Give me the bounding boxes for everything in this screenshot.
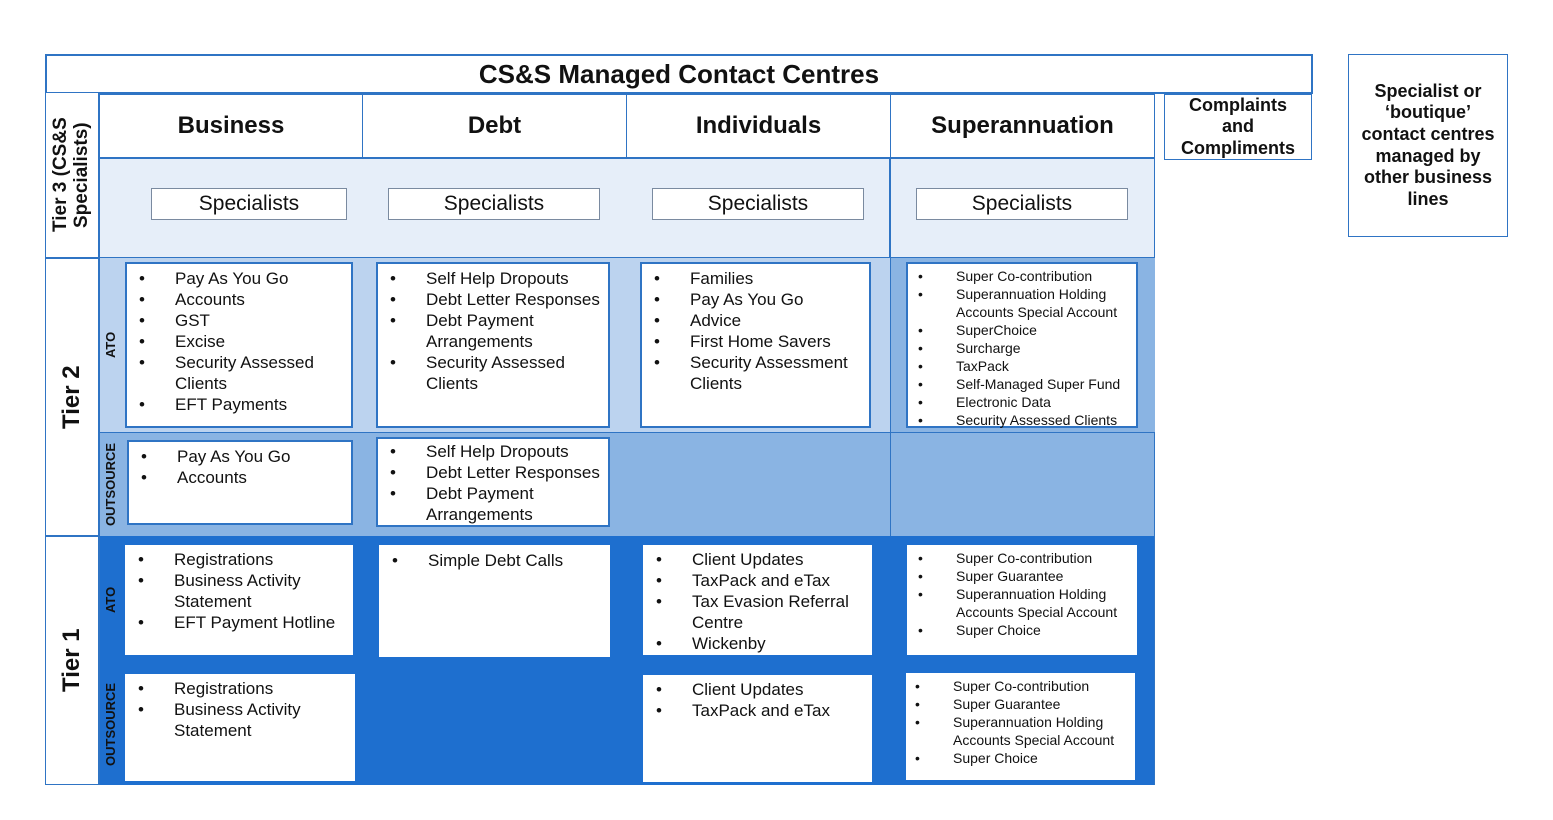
list-item: Tax Evasion Referral Centre — [656, 591, 867, 633]
specialist-boutique-box: Specialist or ‘boutique’ contact centres… — [1348, 54, 1508, 237]
tier2-label: Tier 2 — [57, 365, 85, 429]
list-item: Debt Letter Responses — [390, 462, 604, 483]
list-item: EFT Payments — [139, 394, 347, 415]
list-item: Surcharge — [918, 339, 1132, 357]
list-item: Security Assessed Clients — [139, 352, 347, 394]
list-item: Accounts — [141, 467, 347, 488]
list-item: Security Assessed Clients — [918, 411, 1132, 429]
tier1-label-cell: Tier 1 — [45, 536, 99, 785]
list-item: GST — [139, 310, 347, 331]
list-item: First Home Savers — [654, 331, 865, 352]
list-item: TaxPack and eTax — [656, 700, 867, 721]
item-list: Families Pay As You Go Advice First Home… — [654, 268, 865, 394]
list-item: Self Help Dropouts — [390, 441, 604, 462]
list-item: Debt Letter Responses — [390, 289, 604, 310]
tier3-divider — [889, 158, 891, 258]
tier2-outsource-business-box: Pay As You Go Accounts — [127, 440, 353, 525]
specialists-business: Specialists — [151, 188, 347, 220]
item-list: Client Updates TaxPack and eTax Tax Evas… — [656, 549, 867, 654]
item-list: Simple Debt Calls — [392, 550, 605, 571]
list-item: SuperChoice — [918, 321, 1132, 339]
list-item: Debt Payment Arrangements — [390, 483, 604, 525]
list-item: Business Activity Statement — [138, 699, 350, 741]
list-item: Debt Payment Arrangements — [390, 310, 604, 352]
specialists-individuals: Specialists — [652, 188, 864, 220]
list-item: Excise — [139, 331, 347, 352]
list-item: Security Assessment Clients — [654, 352, 865, 394]
tier2-outsource-divider — [890, 432, 891, 536]
tier1-ato-debt-box: Simple Debt Calls — [379, 545, 610, 657]
complaints-compliments-box: Complaints and Compliments — [1164, 94, 1312, 160]
list-item: Wickenby — [656, 633, 867, 654]
list-item: Superannuation Holding Accounts Special … — [918, 585, 1132, 621]
item-list: Registrations Business Activity Statemen… — [138, 678, 350, 741]
item-list: Self Help Dropouts Debt Letter Responses… — [390, 268, 604, 394]
item-list: Pay As You Go Accounts — [141, 446, 347, 488]
tier1-ato-business-box: Registrations Business Activity Statemen… — [125, 545, 353, 655]
tier2-ato-superannuation-box: Super Co-contribution Superannuation Hol… — [906, 262, 1138, 429]
tier1-label: Tier 1 — [57, 628, 85, 693]
tier2-ato-business-box: Pay As You Go Accounts GST Excise Securi… — [125, 262, 353, 428]
tier2-ato-label: ATO — [102, 331, 118, 359]
list-item: Pay As You Go — [654, 289, 865, 310]
tier2-label-cell: Tier 2 — [45, 258, 99, 536]
list-item: Super Choice — [918, 621, 1132, 639]
item-list: Client Updates TaxPack and eTax — [656, 679, 867, 721]
list-item: Registrations — [138, 678, 350, 699]
tier3-label: Tier 3 (CS&S Specialists) — [50, 117, 92, 233]
list-item: Advice — [654, 310, 865, 331]
tier1-outsource-individuals-box: Client Updates TaxPack and eTax — [643, 675, 872, 782]
page-title: CS&S Managed Contact Centres — [45, 54, 1313, 94]
tier1-ato-superannuation-box: Super Co-contribution Super Guarantee Su… — [907, 545, 1137, 655]
item-list: Super Co-contribution Super Guarantee Su… — [915, 677, 1130, 767]
column-header-business: Business — [99, 94, 363, 158]
list-item: Security Assessed Clients — [390, 352, 604, 394]
specialists-superannuation: Specialists — [916, 188, 1128, 220]
list-item: Accounts — [139, 289, 347, 310]
list-item: Pay As You Go — [141, 446, 347, 467]
list-item: Super Co-contribution — [918, 267, 1132, 285]
item-list: Pay As You Go Accounts GST Excise Securi… — [139, 268, 347, 415]
list-item: Super Choice — [915, 749, 1130, 767]
list-item: Electronic Data — [918, 393, 1132, 411]
list-item: Business Activity Statement — [138, 570, 348, 612]
tier1-ato-individuals-box: Client Updates TaxPack and eTax Tax Evas… — [643, 545, 872, 655]
tier3-label-cell: Tier 3 (CS&S Specialists) — [45, 92, 99, 258]
list-item: Families — [654, 268, 865, 289]
list-item: Self Help Dropouts — [390, 268, 604, 289]
item-list: Registrations Business Activity Statemen… — [138, 549, 348, 633]
list-item: Super Guarantee — [918, 567, 1132, 585]
tier1-ato-label: ATO — [102, 586, 118, 614]
specialists-debt: Specialists — [388, 188, 600, 220]
item-list: Super Co-contribution Superannuation Hol… — [918, 267, 1132, 429]
list-item: Pay As You Go — [139, 268, 347, 289]
list-item: Registrations — [138, 549, 348, 570]
column-header-superannuation: Superannuation — [890, 94, 1155, 158]
column-header-debt: Debt — [362, 94, 627, 158]
list-item: Super Guarantee — [915, 695, 1130, 713]
list-item: Self-Managed Super Fund — [918, 375, 1132, 393]
column-header-individuals: Individuals — [626, 94, 891, 158]
list-item: TaxPack — [918, 357, 1132, 375]
item-list: Super Co-contribution Super Guarantee Su… — [918, 549, 1132, 639]
item-list: Self Help Dropouts Debt Letter Responses… — [390, 441, 604, 525]
list-item: Super Co-contribution — [915, 677, 1130, 695]
list-item: Client Updates — [656, 549, 867, 570]
list-item: Superannuation Holding Accounts Special … — [915, 713, 1130, 749]
list-item: EFT Payment Hotline — [138, 612, 348, 633]
tier2-ato-individuals-box: Families Pay As You Go Advice First Home… — [640, 262, 871, 428]
list-item: Super Co-contribution — [918, 549, 1132, 567]
tier2-outsource-debt-box: Self Help Dropouts Debt Letter Responses… — [376, 437, 610, 527]
tier1-outsource-business-box: Registrations Business Activity Statemen… — [125, 674, 355, 781]
tier1-outsource-label: OUTSOURCE — [102, 682, 118, 766]
list-item: Superannuation Holding Accounts Special … — [918, 285, 1132, 321]
tier1-outsource-superannuation-box: Super Co-contribution Super Guarantee Su… — [906, 673, 1135, 780]
tier2-outsource-label: OUTSOURCE — [102, 442, 118, 526]
list-item: Client Updates — [656, 679, 867, 700]
list-item: Simple Debt Calls — [392, 550, 605, 571]
list-item: TaxPack and eTax — [656, 570, 867, 591]
tier2-ato-debt-box: Self Help Dropouts Debt Letter Responses… — [376, 262, 610, 428]
